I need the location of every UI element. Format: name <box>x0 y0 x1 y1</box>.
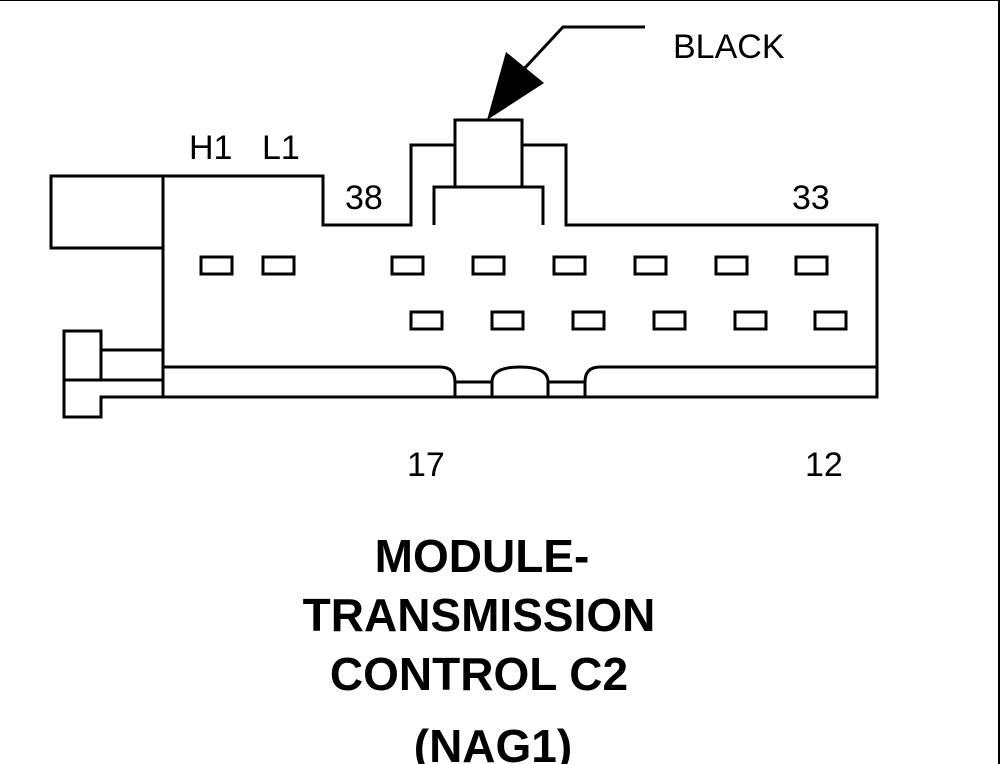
cavity-top <box>552 255 587 276</box>
cavity-17 <box>409 310 444 331</box>
cavity-top <box>714 255 749 276</box>
lock-tab <box>62 329 163 419</box>
cavity-top <box>471 255 506 276</box>
cavity-38 <box>390 255 425 276</box>
pin-label-17: 17 <box>407 446 445 484</box>
pin-label-l1: L1 <box>262 129 300 167</box>
top-border <box>0 0 1000 1</box>
title-line-1: MODULE- <box>375 530 590 582</box>
right-border <box>998 0 1000 764</box>
pin-label-12: 12 <box>805 446 843 484</box>
title-line-4: (NAG1) <box>414 720 572 764</box>
cavity-bottom <box>571 310 606 331</box>
cavity-33 <box>794 255 829 276</box>
pin-label-33: 33 <box>792 179 830 217</box>
cavity-12 <box>813 310 848 331</box>
left-latch <box>49 174 165 250</box>
arrow-head-icon <box>487 52 544 120</box>
pin-label-h1: H1 <box>189 129 232 167</box>
key-inner <box>432 120 545 225</box>
title-line-2: TRANSMISSION <box>303 589 656 641</box>
cavity-bottom <box>733 310 768 331</box>
pin-cavities <box>199 255 848 331</box>
cavity-bottom <box>490 310 525 331</box>
title-line-3: CONTROL C2 <box>330 648 628 700</box>
cavity-top <box>633 255 668 276</box>
cavity-l1 <box>261 255 296 276</box>
color-leader <box>487 25 645 120</box>
cavity-h1 <box>199 255 234 276</box>
lower-rail <box>163 365 877 397</box>
pin-label-38: 38 <box>345 179 383 217</box>
color-label: BLACK <box>673 28 785 66</box>
cavity-bottom <box>652 310 687 331</box>
